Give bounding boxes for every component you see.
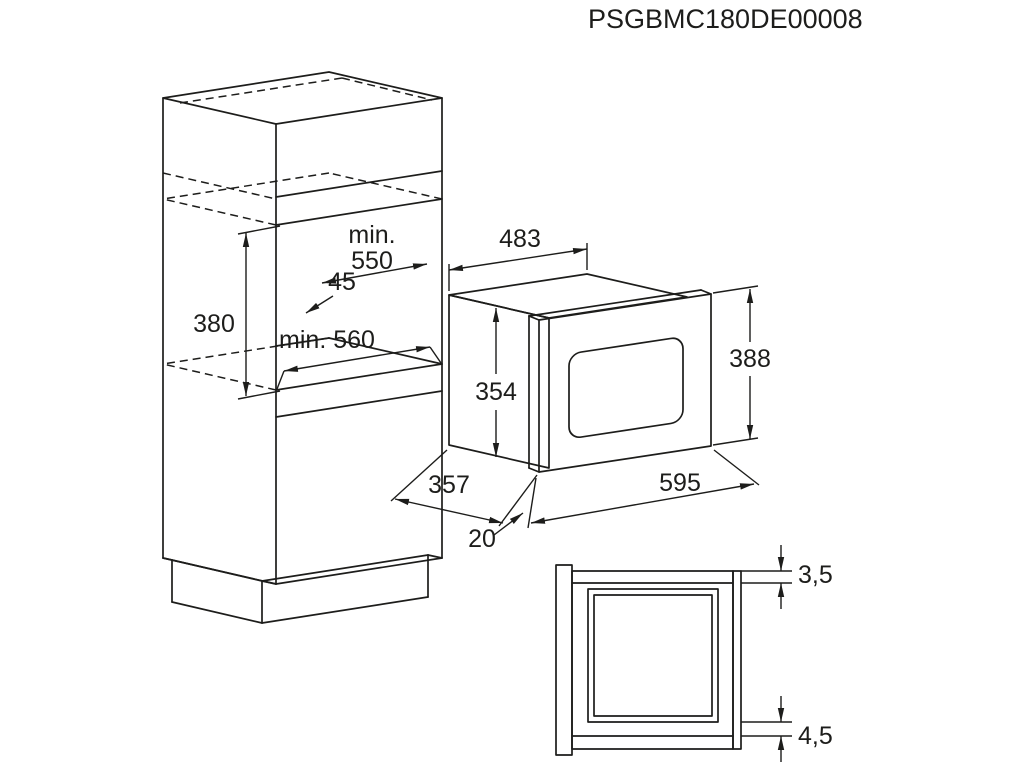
dim-3-5-label: 3,5 <box>798 561 833 589</box>
dim-body-depth: 357 <box>390 449 538 527</box>
dim-min-560-label: min. 560 <box>279 326 375 354</box>
niche-opening <box>162 172 443 418</box>
dim-380-label: 380 <box>193 310 235 338</box>
section-detail-drawing: 3,5 4,5 <box>555 545 833 762</box>
dim-388-label: 388 <box>729 345 771 373</box>
tall-cabinet-drawing <box>162 71 443 624</box>
dim-clearance: 20 <box>468 512 524 553</box>
dim-gap-top: 3,5 <box>741 545 833 609</box>
cabinet-dimensions: 380 min. 550 45 min. 560 <box>193 221 442 400</box>
dim-min-label: min. <box>348 221 395 249</box>
dim-357-label: 357 <box>428 471 470 499</box>
dim-body-height: 354 <box>475 308 517 457</box>
model-number: PSGBMC180DE00008 <box>588 4 863 34</box>
dim-front-offset: 45 <box>305 268 356 314</box>
dim-body-width: 483 <box>448 225 588 291</box>
dim-front-height: 388 <box>712 285 771 446</box>
dim-595-label: 595 <box>659 469 701 497</box>
microwave-drawing: 483 354 388 595 357 <box>390 225 771 553</box>
dim-niche-depth: min. 550 <box>321 221 428 284</box>
dim-front-width: 595 <box>527 449 760 529</box>
dim-20-label: 20 <box>468 525 496 553</box>
dim-354-label: 354 <box>475 378 517 406</box>
dim-niche-width: min. 560 <box>276 326 442 390</box>
dim-45-label: 45 <box>328 268 356 296</box>
dim-4-5-label: 4,5 <box>798 722 833 750</box>
dim-gap-bottom: 4,5 <box>741 696 833 762</box>
cabinet-plinth <box>162 554 443 624</box>
door-window <box>568 337 684 439</box>
dim-niche-height: 380 <box>193 225 281 400</box>
dim-483-label: 483 <box>499 225 541 253</box>
